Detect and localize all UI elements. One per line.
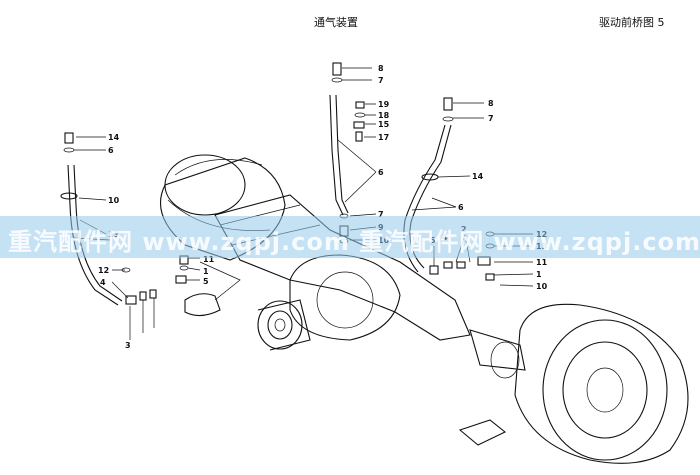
callout-14: 14 <box>472 172 484 181</box>
leader-lines <box>73 67 534 340</box>
callout-11: 5 <box>203 277 209 286</box>
callout-12: 1 <box>203 267 209 276</box>
watermark-text: 重汽配件网 www.zqpj.com 重汽配件网 www.zqpj.com <box>8 228 700 256</box>
callout-11: 11 <box>536 258 548 267</box>
watermark-banner <box>0 216 700 258</box>
callout-10: 10 <box>536 282 548 291</box>
callout-17: 17 <box>378 133 389 142</box>
callout-8: 8 <box>488 99 494 108</box>
breather-hoses <box>67 94 452 306</box>
callout-labels: 14 6 10 13 12 4 11 1 5 3 8 7 19 18 15 17… <box>98 64 548 350</box>
callout-7: 7 <box>378 210 384 219</box>
header-title-left: 通气装置 <box>314 16 358 29</box>
callout-1: 4 <box>100 278 106 287</box>
callout-19: 19 <box>378 100 390 109</box>
callout-14: 10 <box>108 196 120 205</box>
callout-8: 8 <box>378 64 384 73</box>
callout-5: 3 <box>125 341 131 350</box>
callout-8: 14 <box>108 133 120 142</box>
callout-7: 7 <box>378 76 384 85</box>
right-brake-drum <box>458 303 689 464</box>
callout-7: 7 <box>488 114 494 123</box>
callout-18: 18 <box>378 111 390 120</box>
header-title-right: 驱动前桥图 5 <box>599 16 665 29</box>
callout-13: 11 <box>203 255 215 264</box>
callout-7: 6 <box>108 146 114 155</box>
callout-15: 15 <box>378 120 390 129</box>
callout-6: 6 <box>378 168 384 177</box>
callout-1: 1 <box>536 270 542 279</box>
pinion-flange <box>257 299 311 351</box>
callout-6: 6 <box>458 203 464 212</box>
callout-10: 12 <box>98 266 109 275</box>
